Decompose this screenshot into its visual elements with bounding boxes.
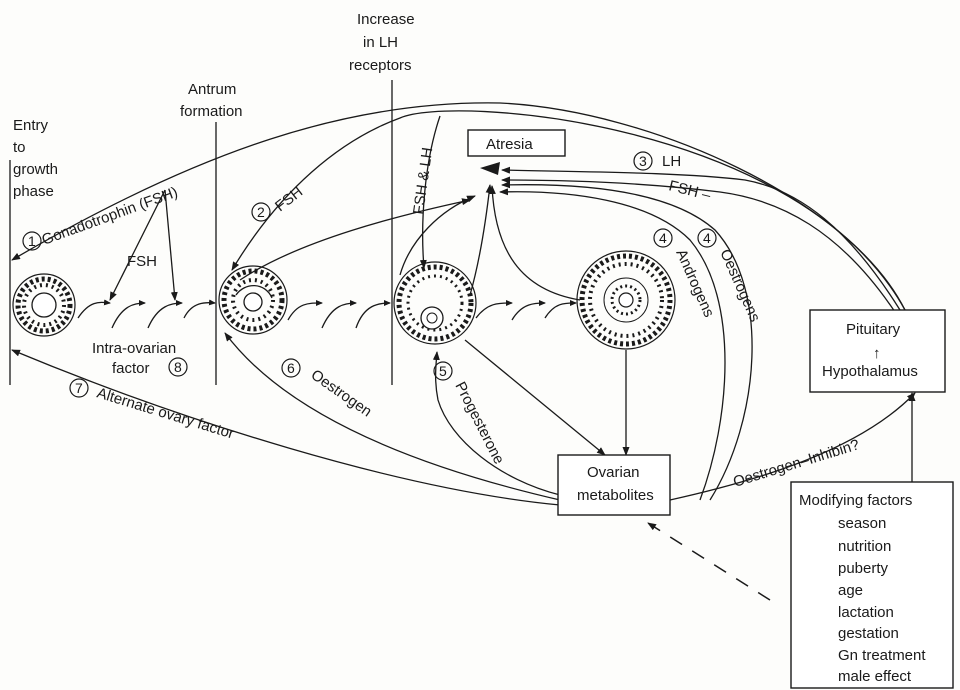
label-gonadotrophin: Gonadotrophin (FSH) <box>40 184 181 249</box>
svg-text:3: 3 <box>639 153 647 169</box>
arrow-fsh-lh <box>419 115 441 269</box>
svg-text:7: 7 <box>75 380 83 396</box>
arrow-follicle3-atresia-2 <box>469 184 493 296</box>
arrow-progesterone <box>432 351 561 496</box>
arrow-lh <box>501 166 901 311</box>
arrow-fsh-minus <box>501 176 896 313</box>
modifying-item: nutrition <box>838 538 891 555</box>
svg-text:8: 8 <box>174 359 182 375</box>
arrow-dashed-modifying <box>647 522 771 601</box>
arrow-follicle4-atresia <box>488 185 581 301</box>
modifying-item: male effect <box>838 668 912 685</box>
label-lh: LH <box>662 153 681 170</box>
follicle-antral-mid <box>393 261 477 345</box>
arrow-fsh-branch-2 <box>164 189 178 301</box>
arrow-fsh-2 <box>231 110 906 311</box>
label-intra-ovarian: Intra-ovarian factor <box>92 340 180 377</box>
marker-1: 1 <box>22 231 42 251</box>
atresia-box <box>467 129 566 157</box>
marker-4a: 4 <box>653 228 673 248</box>
svg-text:1: 1 <box>28 233 36 249</box>
arrow-oestrogens <box>501 181 753 501</box>
follicle-primary <box>12 273 76 337</box>
marker-6: 6 <box>281 358 301 378</box>
modifying-item: Gn treatment <box>838 647 926 664</box>
arrow-follicle3-metabolites <box>464 339 606 456</box>
up-arrow-icon: ↑ <box>873 345 881 362</box>
modifying-item: season <box>838 515 886 532</box>
modifying-factors-list: season nutrition puberty age lactation g… <box>838 515 926 685</box>
modifying-item: puberty <box>838 560 889 577</box>
arrow-oestrogen-6 <box>224 332 561 501</box>
label-fsh-lh: FSH & LH <box>410 146 436 215</box>
arrow-follicle2-atresia <box>239 198 471 281</box>
modifying-item: gestation <box>838 625 899 642</box>
pituitary-label: Pituitary <box>846 321 901 338</box>
label-fsh-minus: FSH – <box>667 177 713 204</box>
arrow-androgens <box>499 188 726 501</box>
svg-text:4: 4 <box>659 230 667 246</box>
atresia-wedge-icon <box>480 162 500 175</box>
marker-2: 2 <box>251 202 271 222</box>
svg-text:5: 5 <box>439 363 447 379</box>
marker-8: 8 <box>168 357 188 377</box>
stage-label-lh-receptors: Increase in LH receptors <box>349 11 419 74</box>
label-fsh-2: FSH <box>272 183 306 215</box>
marker-7: 7 <box>69 378 89 398</box>
arrow-oestrogen-inhibin <box>669 392 916 501</box>
label-androgens: Androgens <box>672 247 717 320</box>
svg-text:6: 6 <box>287 360 295 376</box>
arrow-fsh-branch-1 <box>109 189 166 301</box>
label-progesterone: Progesterone <box>451 379 507 467</box>
atresia-label: Atresia <box>486 136 533 153</box>
modifying-factors-title: Modifying factors <box>799 492 912 509</box>
marker-3: 3 <box>633 151 653 171</box>
growth-arrows <box>77 299 577 329</box>
hypothalamus-label: Hypothalamus <box>822 363 918 380</box>
modifying-item: lactation <box>838 604 894 621</box>
label-oestrogens: Oestrogens <box>716 247 763 325</box>
label-fsh-branch: FSH <box>127 253 157 270</box>
arrow-alternate-ovary <box>11 349 561 506</box>
marker-4b: 4 <box>697 228 717 248</box>
stage-label-entry: Entry to growth phase <box>13 117 62 200</box>
follicle-preovulatory <box>576 250 676 350</box>
ovarian-metabolites-label: Ovarian metabolites <box>577 464 654 504</box>
arrow-follicle3-atresia <box>399 195 476 276</box>
svg-text:2: 2 <box>257 204 265 220</box>
modifying-factors-box <box>790 481 954 689</box>
follicle-antral-early <box>218 265 288 335</box>
stage-label-antrum: Antrum formation <box>180 81 243 120</box>
svg-text:4: 4 <box>703 230 711 246</box>
label-alternate-ovary: Alternate ovary factor <box>95 385 236 443</box>
marker-5: 5 <box>433 361 453 381</box>
ovarian-metabolites-box <box>557 454 671 516</box>
pituitary-box <box>809 309 946 393</box>
modifying-item: age <box>838 582 863 599</box>
